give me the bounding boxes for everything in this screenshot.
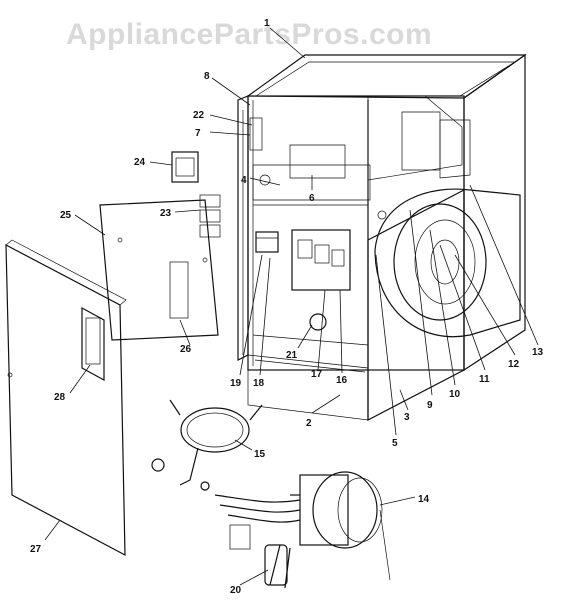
cabinet-right-side	[463, 53, 526, 372]
transformer	[171, 151, 199, 183]
terminal-blocks	[199, 194, 221, 238]
callout-20: 20	[230, 585, 242, 596]
callout-21: 21	[286, 350, 298, 361]
relay-strip	[249, 117, 263, 151]
callout-22: 22	[193, 110, 205, 121]
callout-28: 28	[54, 392, 66, 403]
callout-13: 13	[532, 347, 544, 358]
callout-10: 10	[449, 389, 461, 400]
callout-9: 9	[427, 400, 433, 411]
callout-15: 15	[254, 449, 266, 460]
control-panel	[99, 199, 219, 341]
callout-11: 11	[479, 374, 490, 385]
cabinet-top	[246, 54, 527, 99]
watermark: AppliancePartsPros.com	[66, 18, 433, 51]
callout-26: 26	[180, 344, 192, 355]
callout-8: 8	[204, 71, 210, 82]
callout-1: 1	[264, 18, 270, 29]
callout-27: 27	[30, 544, 42, 555]
callout-23: 23	[160, 208, 172, 219]
callout-3: 3	[404, 412, 410, 423]
cabinet-front-frame	[247, 95, 465, 421]
callout-6: 6	[309, 193, 315, 204]
callout-7: 7	[195, 128, 201, 139]
callout-labels: 1 2 3 4 5 6 7 8 9 10 11 12 13 14 15 16 1…	[30, 18, 544, 596]
callout-25: 25	[60, 210, 72, 221]
cabinet-base	[247, 354, 369, 421]
cabinet-left-side	[237, 95, 249, 361]
blower-housing	[374, 188, 521, 338]
callout-17: 17	[311, 369, 323, 380]
callout-18: 18	[253, 378, 265, 389]
callout-19: 19	[230, 378, 242, 389]
blower-compartment	[367, 95, 471, 181]
callout-24: 24	[134, 157, 146, 168]
wiring-harness	[214, 494, 301, 589]
run-capacitor	[264, 544, 288, 586]
motor-mount	[151, 399, 263, 491]
callout-14: 14	[418, 494, 430, 505]
callout-4: 4	[241, 175, 247, 186]
callout-2: 2	[306, 418, 312, 429]
blower-motor	[290, 471, 391, 581]
capacitor	[255, 231, 279, 253]
callout-5: 5	[392, 438, 398, 449]
access-door	[5, 239, 127, 557]
callout-16: 16	[336, 375, 348, 386]
leader-lines	[44, 27, 539, 586]
callout-12: 12	[508, 359, 520, 370]
control-board	[291, 229, 351, 331]
